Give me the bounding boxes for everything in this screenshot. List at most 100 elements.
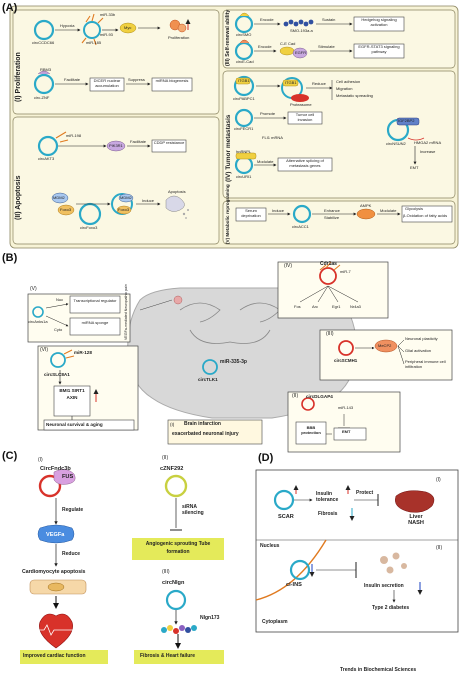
circ-slc8a1-label: circSLC8A1 xyxy=(44,372,70,377)
mdm2-label: MDM2 xyxy=(53,195,65,200)
brain-infarction-label xyxy=(167,419,263,445)
circ-acc1-ring xyxy=(292,204,312,224)
nucleus-boundary xyxy=(255,539,327,601)
circ-ecad-label: circE-Cad xyxy=(236,59,254,64)
emt-b-label: EMT xyxy=(342,429,351,434)
scar-ring xyxy=(273,489,295,511)
neuronal-survival-label: Neuronal survival & aging xyxy=(46,422,103,427)
boxidation-label: β-Oxidation of fatty acids xyxy=(403,213,448,218)
panel-a-apoptosis-box xyxy=(12,116,220,245)
nlgn173-chain xyxy=(161,625,197,634)
b-ii-title: (II) xyxy=(292,393,299,399)
nucleus-label: Nucleus xyxy=(260,543,280,549)
ccad-label: C-E Cad xyxy=(280,41,296,46)
title-apoptosis: (II) Apoptosis xyxy=(15,175,22,220)
circ-pabpc1-label: circPABPC1 xyxy=(233,96,255,101)
circ-ccdc66-label: circCCDC66 xyxy=(32,40,55,45)
circ-nsun2-label: circNSUN2 xyxy=(386,141,406,146)
circ-znf-ring xyxy=(33,73,55,95)
title-metabolic: (V) Metabolic reprograming xyxy=(225,184,230,244)
cdr1as-ring xyxy=(319,267,337,285)
panel-a-selfrenewal-box xyxy=(222,9,456,69)
neuronal-plasticity-label: Neuronal plasticity xyxy=(405,336,438,341)
emt-a-label: EMT xyxy=(410,165,419,170)
neuropathic-pain-label: VEGFa-mediated Neuropathic pain xyxy=(124,284,128,340)
circ-tlk1-ring xyxy=(202,359,218,375)
circ-nlgn-label: circNlgn xyxy=(162,580,185,586)
panel-label-c: (C) xyxy=(2,450,18,462)
enhance-label: Enhance xyxy=(324,208,340,213)
circ-akt3-label: circAKT3 xyxy=(38,156,55,161)
glycolysis-label: Glycolysis xyxy=(405,206,424,211)
circ-dlgap4-ring xyxy=(301,397,315,411)
brain-infarction-text: Brain infarction xyxy=(184,421,221,427)
ci-ins-label: ci-INS xyxy=(286,582,302,588)
pik3r1-protein xyxy=(106,140,126,152)
title-proliferation: (I) Proliferation xyxy=(15,52,22,102)
cytoplasm-label: Cytoplasm xyxy=(262,619,288,625)
modulate-label: Modulate xyxy=(257,159,274,164)
foxo3b-label: Foxo3 xyxy=(118,207,130,212)
circ-ccdc66-ring xyxy=(33,19,55,41)
foxo3-label: Foxo3 xyxy=(60,207,72,212)
sirna-label: siRNA silencing xyxy=(182,504,204,516)
circ-foxo3-label: circFoxo3 xyxy=(80,225,98,230)
increase-label: Increase xyxy=(420,149,436,154)
czn292-label: cZNF292 xyxy=(160,466,184,472)
scar-label: SCAR xyxy=(278,514,294,520)
circ-anks1a-label: circAnks1a xyxy=(28,319,48,324)
metastatic-label: Metastatic spreading xyxy=(336,93,373,98)
apoptosis-cell xyxy=(165,195,185,212)
circ-scmh1-ring xyxy=(338,340,354,356)
insulin-granules xyxy=(380,552,407,574)
apoptosis-label: Apoptosis xyxy=(168,189,186,194)
migration-label: Migration xyxy=(336,86,353,91)
b-i-title: (I) xyxy=(170,422,175,427)
smo-peptide-chain xyxy=(283,19,314,27)
b-iv-title: (IV) xyxy=(284,263,293,269)
myc-protein xyxy=(119,22,137,34)
mir185-label: miR-185 xyxy=(86,40,102,45)
egfr-stat3-text: EGFR-STAT3 signaling pathway xyxy=(358,44,400,54)
pik3r1-label: PIK3R1 xyxy=(109,143,123,148)
modulate2-label: Modulate xyxy=(380,208,397,213)
egr1-label: Egr1 xyxy=(332,304,341,309)
title-metastasis: (IV) Tumor metastasis xyxy=(225,114,232,182)
d-ii-title: (II) xyxy=(436,545,443,551)
reduce-c-label: Reduce xyxy=(62,551,81,557)
circ-akt3-ring xyxy=(37,135,59,157)
mir128-label: miR-128 xyxy=(74,350,92,355)
liver-nash-label: Liver NASH xyxy=(408,514,424,527)
induce-label: Induce xyxy=(142,198,155,203)
fus-label: FUS xyxy=(62,474,74,480)
panel-label-a: (A) xyxy=(2,2,18,14)
nlgn173-label: Nlgn173 xyxy=(200,615,220,621)
regulate-label: Regulate xyxy=(62,507,84,513)
liver-icon xyxy=(395,490,435,513)
mirna-biogenesis-text: miRNA biogenesis xyxy=(155,78,189,83)
circ-scmh1-label: circSCMH1 xyxy=(334,358,358,363)
proteasome xyxy=(291,94,309,102)
circ-fecr1-ring xyxy=(234,108,254,128)
circ-fndc3b-ring xyxy=(38,474,62,498)
alt-splicing-text: Alternative splicing of metastasis genes xyxy=(286,158,324,168)
mir7-label: miR-7 xyxy=(340,269,351,274)
hedgehog-text: Hedgehog signaling activation xyxy=(361,17,397,27)
vegfa-label: VEGFa xyxy=(46,532,65,538)
encode2-label: Encode xyxy=(258,44,272,49)
fos-label: Fos xyxy=(294,304,301,309)
promote-label: Promote xyxy=(260,111,276,116)
hmga2-label: HMGA2 mRNA xyxy=(414,140,442,145)
circ-slc8a1-ring xyxy=(50,352,66,368)
ampk-label: AMPK xyxy=(360,203,372,208)
immune-infiltration-label: Peripheral immune cell infiltration xyxy=(405,359,446,369)
circ-uri1-label: circURI1 xyxy=(236,174,252,179)
mir198-label: miR-198 xyxy=(66,133,82,138)
mir335-label: miR-335-3p xyxy=(220,359,247,365)
proteasome-label: Proteasome xyxy=(290,102,312,107)
circ-smo-label: circSMO xyxy=(236,32,252,37)
facilitate-label: Facilitate xyxy=(64,77,81,82)
igf2bp2-label: IGF2BP2 xyxy=(398,118,415,123)
title-self-renewal: (III) Self-renewal ability xyxy=(225,9,231,66)
